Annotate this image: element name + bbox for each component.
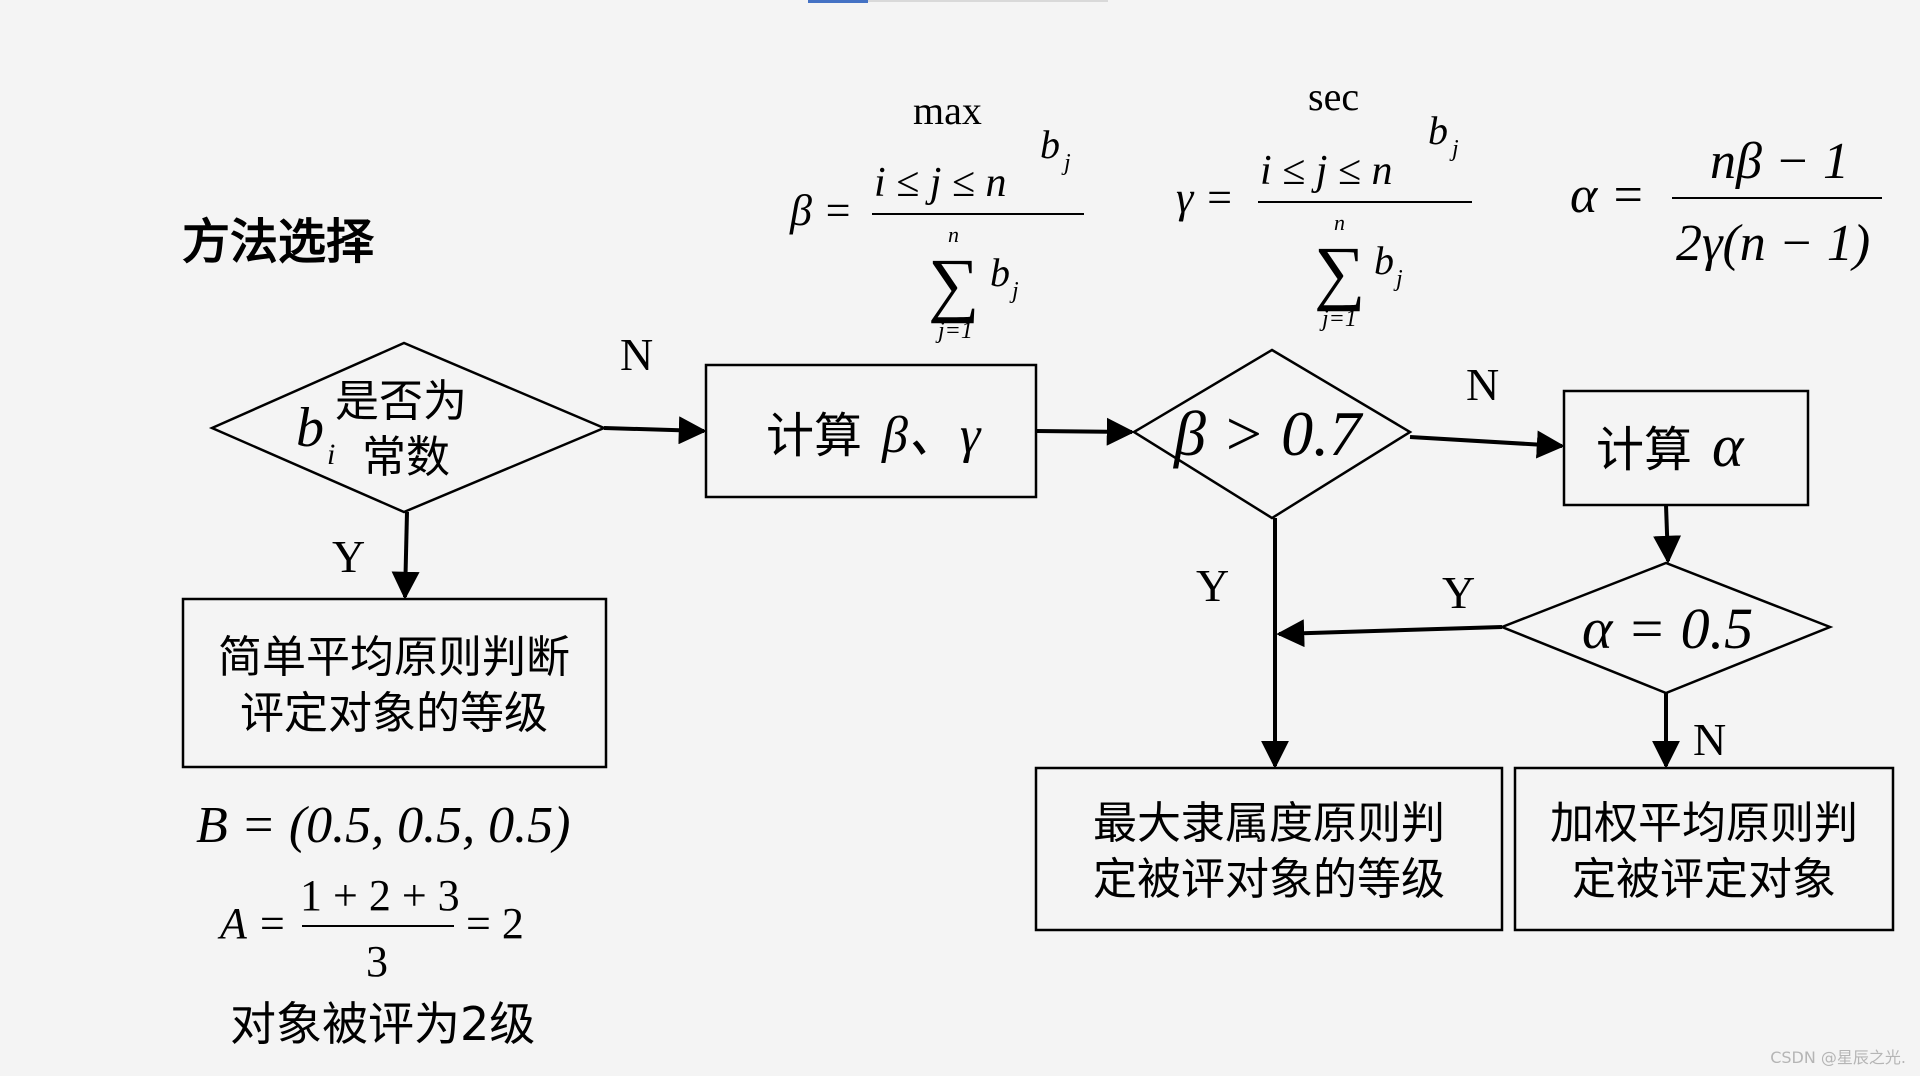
calc-beta-gamma-label: 计算 xyxy=(766,408,862,464)
beta-num: i ≤ j ≤ n xyxy=(874,160,1006,206)
gamma-over: sec xyxy=(1308,74,1359,119)
page-title: 方法选择 xyxy=(182,214,375,270)
edge-calc-alpha-to-d3 xyxy=(1653,504,1682,564)
decision-beta-gt-07: β > 0.7 xyxy=(1131,348,1413,520)
decision-alpha-eq-05: α = 0.5 xyxy=(1498,561,1834,695)
beta-num-sub: j xyxy=(1061,150,1071,176)
formula-gamma: γ = sec i ≤ j ≤ n b j n ∑ b j j=1 xyxy=(1176,74,1472,332)
gamma-lhs: γ = xyxy=(1176,173,1234,222)
calc-alpha-var: α xyxy=(1712,413,1745,479)
simple-average-line2: 评定对象的等级 xyxy=(240,688,548,739)
weighted-average-line1: 加权平均原则判 xyxy=(1550,798,1858,849)
beta-over: max xyxy=(913,88,982,133)
gamma-sum-sub: j xyxy=(1393,266,1403,292)
example-A-num: 1 + 2 + 3 xyxy=(300,871,460,920)
gamma-num-sub: j xyxy=(1449,136,1459,162)
beta-lhs: β = xyxy=(789,186,853,235)
decision-3-cond: α = 0.5 xyxy=(1582,596,1753,661)
weighted-average-line2: 定被评定对象 xyxy=(1572,854,1836,905)
beta-sum-var: b xyxy=(990,250,1010,295)
gamma-sum-top: n xyxy=(1334,210,1345,235)
beta-sum-top: n xyxy=(948,222,959,247)
label-d1-Y: Y xyxy=(332,531,365,582)
process-calc-alpha: 计算 α xyxy=(1562,389,1810,507)
gamma-num: i ≤ j ≤ n xyxy=(1260,148,1392,194)
example-A-den: 3 xyxy=(366,937,388,986)
label-d1-N: N xyxy=(620,329,653,380)
formula-alpha: α = nβ − 1 2γ(n − 1) xyxy=(1570,133,1882,272)
alpha-lhs: α = xyxy=(1570,167,1645,224)
gamma-num-var: b xyxy=(1428,108,1448,153)
result-max-membership: 最大隶属度原则判 定被评对象的等级 xyxy=(1034,766,1504,932)
edge-d1-to-calc xyxy=(603,416,707,445)
max-membership-line2: 定被评对象的等级 xyxy=(1093,854,1445,905)
top-accent-bar-grey xyxy=(868,0,1108,2)
edge-d2-to-calc-alpha xyxy=(1409,430,1565,459)
calc-beta-gamma-vars: β、γ xyxy=(881,407,982,464)
gamma-sum-bottom: j=1 xyxy=(1319,306,1357,332)
label-d3-N: N xyxy=(1693,714,1726,765)
result-weighted-average: 加权平均原则判 定被评定对象 xyxy=(1513,766,1895,932)
decision-2-cond: β > 0.7 xyxy=(1172,398,1364,469)
alpha-num: nβ − 1 xyxy=(1710,133,1849,190)
result-simple-average: 简单平均原则判断 评定对象的等级 xyxy=(181,597,608,769)
decision-1-line2: 常数 xyxy=(362,432,450,483)
example-A-rhs: = 2 xyxy=(466,899,524,948)
max-membership-line1: 最大隶属度原则判 xyxy=(1093,798,1445,849)
watermark: CSDN @星辰之光. xyxy=(1770,1048,1906,1067)
example-result: 对象被评为2级 xyxy=(230,997,535,1051)
example-A-lhs: A = xyxy=(217,899,287,948)
gamma-sum-var: b xyxy=(1374,238,1394,283)
edge-calc-to-d2 xyxy=(1035,417,1135,446)
beta-num-var: b xyxy=(1040,122,1060,167)
example-B: B = (0.5, 0.5, 0.5) xyxy=(196,797,571,854)
edge-d3-to-max xyxy=(1276,619,1503,648)
decision-1-line1: 是否为 xyxy=(335,376,467,427)
edge-d1-to-simple xyxy=(391,511,420,600)
worked-example: B = (0.5, 0.5, 0.5) A = 1 + 2 + 3 3 = 2 … xyxy=(196,797,571,1051)
beta-sum-bottom: j=1 xyxy=(935,318,973,344)
beta-sum-sym: ∑ xyxy=(928,244,979,324)
process-calc-beta-gamma: 计算 β、γ xyxy=(704,363,1038,499)
top-accent-bar xyxy=(808,0,868,3)
gamma-sum-sym: ∑ xyxy=(1314,232,1365,312)
alpha-den: 2γ(n − 1) xyxy=(1676,215,1870,272)
calc-alpha-label: 计算 xyxy=(1596,422,1692,478)
simple-average-line1: 简单平均原则判断 xyxy=(218,632,570,683)
label-d2-Y: Y xyxy=(1196,560,1229,611)
formula-beta: β = max i ≤ j ≤ n b j n ∑ b j j=1 xyxy=(789,88,1084,344)
decision-1-var: b xyxy=(296,397,324,459)
label-d3-Y: Y xyxy=(1442,567,1475,618)
beta-sum-sub: j xyxy=(1009,278,1019,304)
label-d2-N: N xyxy=(1466,359,1499,410)
decision-bi-constant: b i 是否为 常数 xyxy=(208,341,608,514)
decision-1-sub: i xyxy=(327,438,335,471)
